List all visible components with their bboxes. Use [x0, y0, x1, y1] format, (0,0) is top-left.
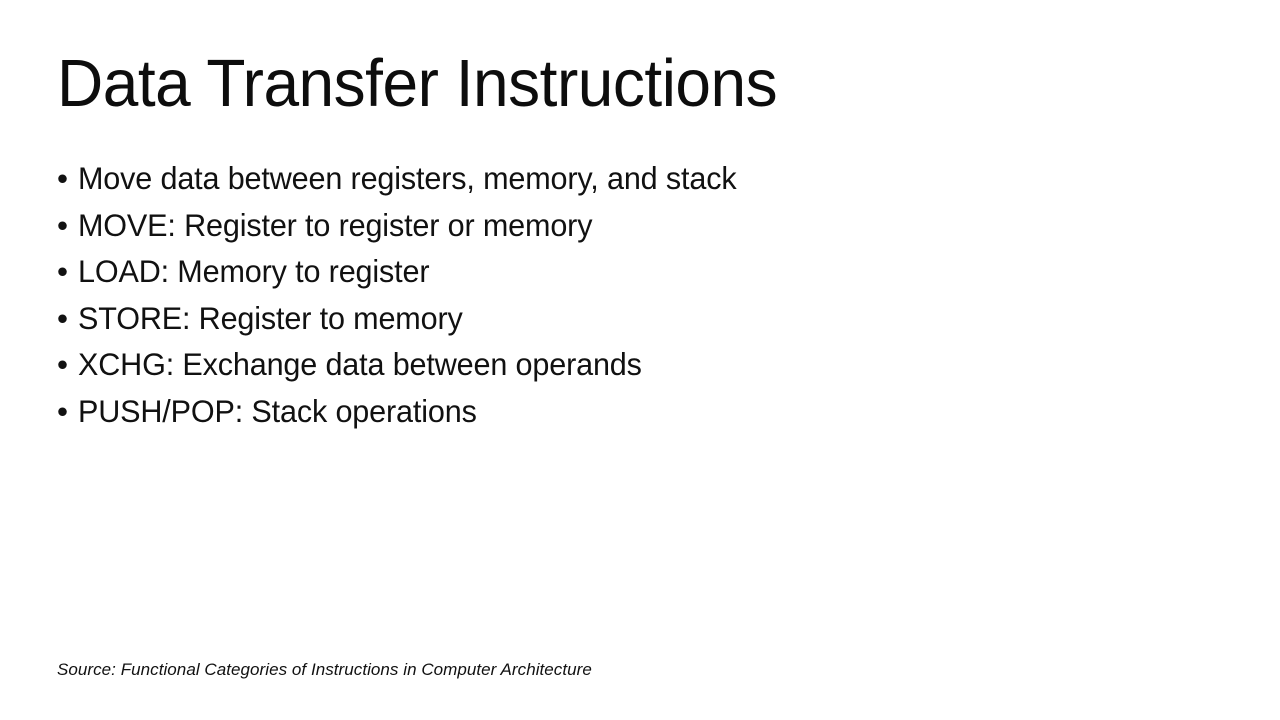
bullet-list: • Move data between registers, memory, a… — [57, 155, 1207, 434]
bullet-dot-icon: • — [57, 392, 68, 429]
bullet-item-move-data: • Move data between registers, memory, a… — [57, 155, 1207, 202]
bullet-dot-icon: • — [57, 206, 68, 243]
bullet-item-load: • LOAD: Memory to register — [57, 248, 1207, 295]
bullet-dot-icon: • — [57, 253, 68, 289]
bullet-dot-icon: • — [57, 299, 68, 336]
bullet-text: STORE: Register to memory — [78, 299, 463, 336]
bullet-text: LOAD: Memory to register — [78, 253, 430, 289]
bullet-item-xchg: • XCHG: Exchange data between operands — [57, 341, 1207, 388]
bullet-item-push-pop: • PUSH/POP: Stack operations — [57, 388, 1207, 435]
bullet-text: MOVE: Register to register or memory — [78, 206, 593, 243]
bullet-text: XCHG: Exchange data between operands — [78, 346, 642, 382]
bullet-dot-icon: • — [57, 346, 68, 382]
bullet-item-store: • STORE: Register to memory — [57, 295, 1207, 342]
bullet-dot-icon: • — [57, 160, 68, 196]
source-note: Source: Functional Categories of Instruc… — [57, 660, 592, 679]
slide-title: Data Transfer Instructions — [57, 46, 778, 121]
bullet-text: PUSH/POP: Stack operations — [78, 392, 477, 429]
bullet-item-move: • MOVE: Register to register or memory — [57, 202, 1207, 249]
bullet-text: Move data between registers, memory, and… — [78, 160, 737, 196]
